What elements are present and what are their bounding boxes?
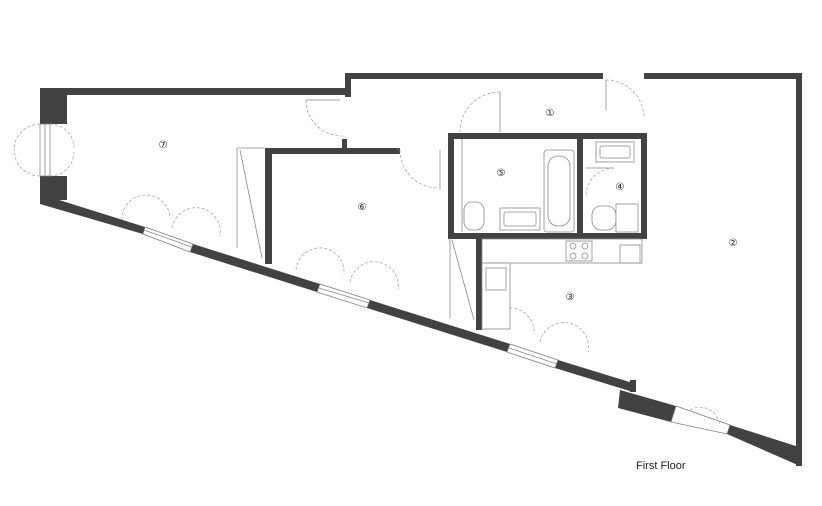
room-4-label: ④ bbox=[616, 182, 625, 193]
room-5-label: ⑤ bbox=[497, 168, 506, 179]
room-2-label: ② bbox=[729, 238, 738, 249]
walls bbox=[40, 73, 802, 466]
room-labels: ① ② ③ ④ ⑤ ⑥ ⑦ bbox=[159, 108, 738, 303]
windows bbox=[39, 123, 731, 435]
fixtures bbox=[463, 141, 643, 330]
room-3-label: ③ bbox=[566, 292, 575, 303]
partitions bbox=[236, 139, 475, 321]
room-6-label: ⑥ bbox=[358, 202, 367, 213]
door-swings bbox=[13, 79, 721, 427]
room-1-label: ① bbox=[546, 108, 555, 119]
room-7-label: ⑦ bbox=[159, 140, 168, 151]
floor-caption: First Floor bbox=[636, 460, 686, 472]
